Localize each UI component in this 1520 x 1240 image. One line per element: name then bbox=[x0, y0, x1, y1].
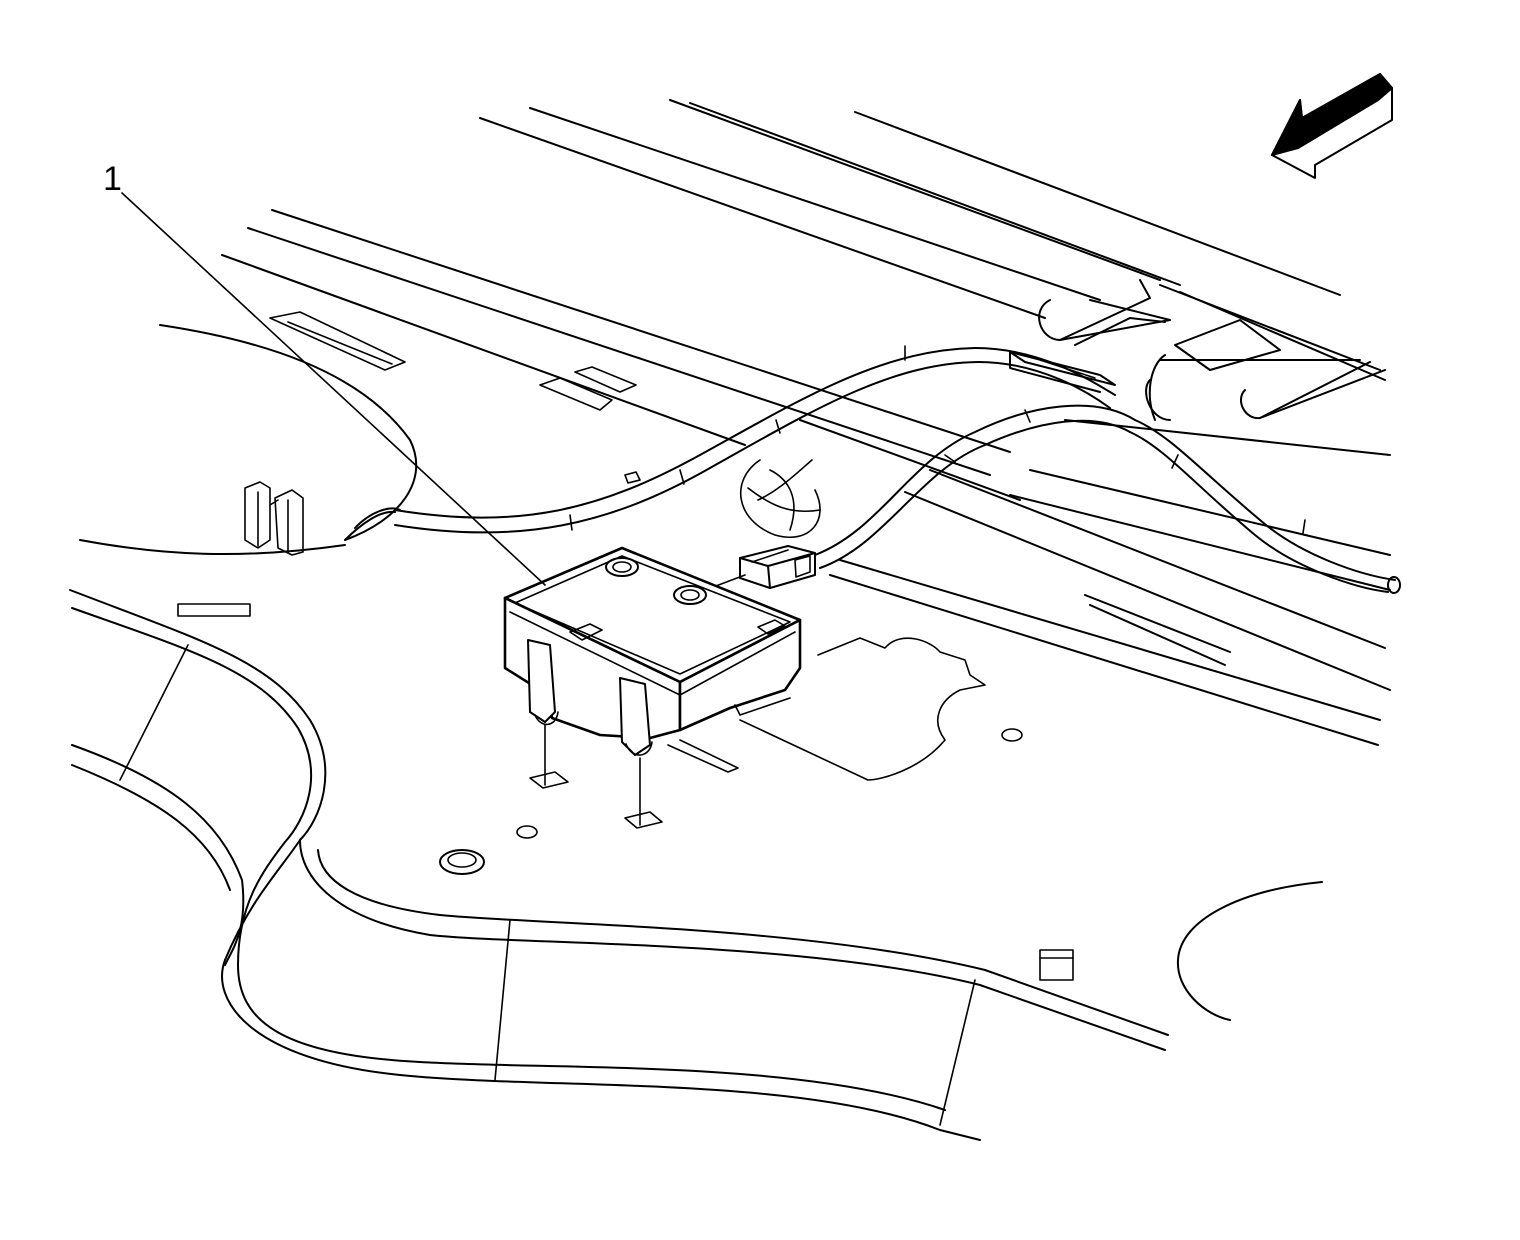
install-guides bbox=[529, 724, 663, 829]
callout-1: 1 bbox=[103, 160, 546, 586]
left-floor-cutout bbox=[79, 324, 418, 556]
control-module bbox=[503, 546, 802, 756]
right-floor-arc bbox=[1176, 881, 1323, 1021]
rear-channel bbox=[1038, 279, 1386, 421]
module-mounting-pad bbox=[739, 637, 986, 781]
harness-clip bbox=[244, 481, 304, 556]
floor-contour bbox=[69, 589, 1169, 1141]
callout-1-label: 1 bbox=[103, 160, 122, 198]
floor-holes bbox=[439, 728, 1023, 875]
wiring-harness bbox=[394, 345, 1401, 594]
forward-direction-arrow-icon bbox=[1271, 73, 1393, 179]
callout-1-leader bbox=[121, 192, 546, 586]
floor-ribs bbox=[221, 99, 1391, 746]
harness-connector bbox=[739, 545, 816, 589]
cable-pass-through bbox=[739, 459, 821, 538]
harness-retainer bbox=[1009, 351, 1116, 393]
floor-slots bbox=[177, 311, 1074, 981]
